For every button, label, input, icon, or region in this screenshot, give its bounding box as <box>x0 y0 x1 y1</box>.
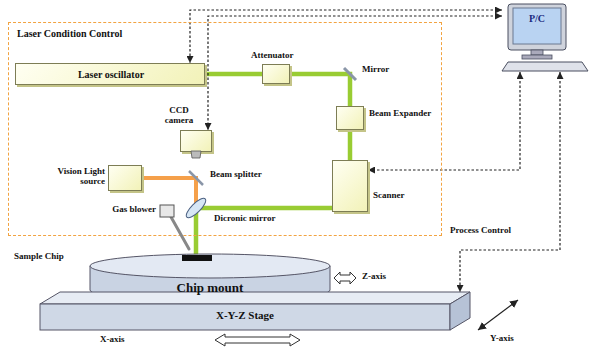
vision-light-source: Vision Light source <box>108 165 142 191</box>
laser-beam <box>205 72 262 77</box>
camera-lens <box>191 151 201 158</box>
stage-front <box>40 304 450 330</box>
control-region-label: Laser Condition Control <box>17 28 122 39</box>
laser-oscillator-label: Laser oscillator <box>78 69 144 80</box>
computer: P/C <box>502 4 588 72</box>
gas-nozzle <box>171 217 189 249</box>
axis-label: Z-axis <box>362 272 386 282</box>
attenuator-label: Attenuator <box>251 51 294 61</box>
xyz-stage-label: X-Y-Z Stage <box>216 309 274 321</box>
z-axis-arrow <box>334 272 356 284</box>
control-line <box>208 16 502 130</box>
mirror-label: Mirror <box>362 65 389 75</box>
computer-label: P/C <box>529 13 545 24</box>
beam-splitter-label: Beam splitter <box>210 170 262 180</box>
dichroic-mirror-shape <box>184 196 208 220</box>
stage-side <box>450 292 470 330</box>
vision-light-beam <box>194 186 198 196</box>
attenuator: Attenuator <box>262 64 290 84</box>
beam-splitter-shape <box>188 170 204 186</box>
dichroic-mirror: Dicronic mirror <box>184 196 208 220</box>
control-line <box>368 72 520 170</box>
keyboard <box>502 62 588 71</box>
y-axis-arrow <box>478 300 518 330</box>
mirror-plate <box>344 68 356 80</box>
mirror-shape <box>343 67 357 81</box>
xyz-stage: X-Y-Z Stage <box>40 292 470 330</box>
gas-blower-body <box>160 205 174 217</box>
splitter-plate <box>189 171 203 185</box>
x-axis-arrow <box>215 334 300 346</box>
laser-beam <box>194 220 199 255</box>
laser-beam <box>290 72 343 77</box>
monitor-screen <box>513 8 561 44</box>
monitor-base <box>522 55 552 59</box>
laser-oscillator: Laser oscillator <box>15 63 205 85</box>
laser-beam <box>348 81 353 106</box>
ccd-camera-shape <box>181 131 213 153</box>
vision-light-beam <box>142 176 188 180</box>
monitor-neck <box>531 50 543 55</box>
scanner-label: Scanner <box>373 191 405 201</box>
laser-beam <box>208 206 332 211</box>
ccd-camera-label: CCD camera <box>159 106 199 126</box>
beam-expander: Beam Expander <box>336 106 364 130</box>
control-region: Laser Condition ControlLaser oscillator A… <box>8 22 442 236</box>
laser-beam <box>348 130 353 160</box>
axis-label: Y-axis <box>490 334 514 344</box>
axis-label: X-axis <box>100 335 125 345</box>
sample-chip: Sample Chip <box>182 255 212 261</box>
cylinder-top <box>90 254 330 278</box>
beam-splitter: Beam splitter <box>188 170 204 186</box>
dichroic-plate <box>184 196 209 221</box>
sample-chip-label: Sample Chip <box>14 252 64 262</box>
beam-expander-label: Beam Expander <box>369 109 431 119</box>
mirror: Mirror <box>343 67 357 81</box>
control-line <box>190 10 502 63</box>
chip-mount-label: Chip mount <box>177 281 244 295</box>
vision-light-source-label: Vision Light source <box>47 167 105 187</box>
dichroic-mirror-label: Dicronic mirror <box>214 214 275 224</box>
gas-blower-label: Gas blower <box>104 205 156 215</box>
gas-blower: Gas blower <box>160 205 174 217</box>
monitor-body <box>508 4 566 50</box>
process-control-label: Process Control <box>450 226 511 236</box>
stage-top <box>40 292 470 304</box>
control-line <box>460 72 560 292</box>
gas-blower-shape <box>160 205 174 217</box>
vision-light-beam <box>188 178 196 186</box>
ccd-camera: CCD camera <box>180 130 212 152</box>
scanner: Scanner <box>332 160 368 212</box>
